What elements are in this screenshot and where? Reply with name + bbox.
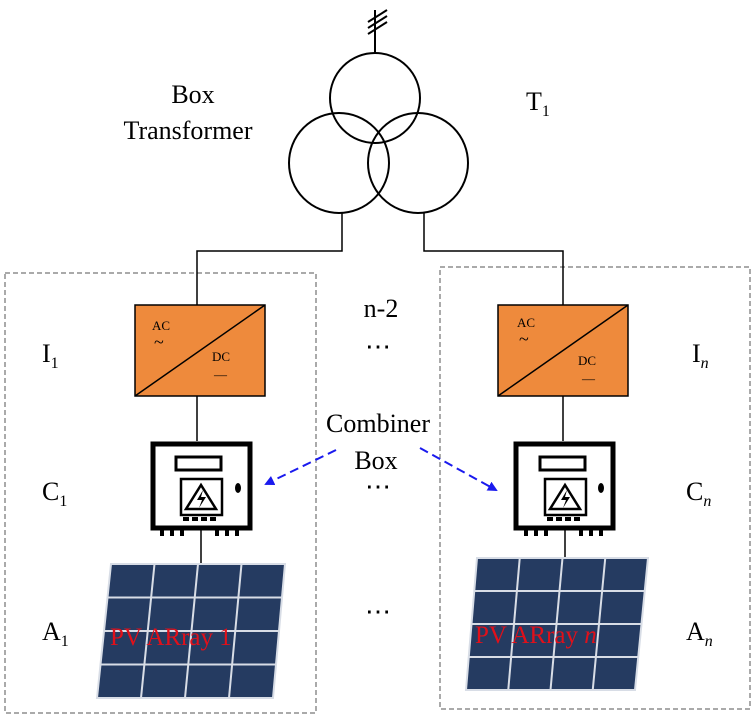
- transformer-tag: T1: [526, 87, 550, 120]
- left-array-text: PV ARray 1: [110, 624, 232, 651]
- inverter-dc-symbol: —: [581, 371, 596, 386]
- transformer-label-line2: Transformer: [123, 116, 252, 145]
- inverter-left: AC ~ DC —: [134, 304, 266, 397]
- combiner-arrow-left: [264, 449, 337, 486]
- right-array-label: An: [686, 617, 713, 650]
- combiner-label-line2: Box: [354, 446, 397, 475]
- inverter-dc-label: DC: [212, 349, 230, 364]
- left-array-label: A1: [42, 617, 69, 650]
- pv-array-right: [464, 557, 650, 691]
- combiner-box-right: [513, 441, 616, 536]
- inverter-ac-label: AC: [152, 318, 170, 333]
- wiring: [196, 213, 566, 564]
- left-group-frame: [4, 272, 317, 714]
- combiner-label-line1: Combiner: [326, 409, 430, 438]
- middle-count-label: n-2: [364, 294, 399, 323]
- middle-dots-inverter: ⋯: [365, 332, 391, 361]
- inverter-dc-label: DC: [578, 353, 596, 368]
- inverter-right: AC ~ DC —: [497, 304, 629, 397]
- right-combiner-label: Cn: [686, 477, 711, 510]
- right-array-text: PV ARray n: [475, 622, 597, 649]
- inverter-ac-symbol: ~: [519, 329, 529, 349]
- combiner-arrow-right: [419, 447, 498, 491]
- middle-dots-array: ⋯: [365, 597, 391, 626]
- right-group-frame: [439, 266, 751, 710]
- combiner-box-left: [150, 441, 253, 536]
- inverter-ac-label: AC: [517, 315, 535, 330]
- left-combiner-label: C1: [42, 477, 67, 510]
- right-inverter-label: In: [692, 339, 709, 372]
- middle-dots-combiner: ⋯: [365, 472, 391, 501]
- left-inverter-label: I1: [42, 339, 59, 372]
- inverter-dc-symbol: —: [213, 367, 228, 382]
- inverter-ac-symbol: ~: [154, 332, 164, 352]
- box-transformer: [288, 9, 469, 214]
- transformer-label-line1: Box: [171, 80, 214, 109]
- pv-array-left: [95, 563, 287, 699]
